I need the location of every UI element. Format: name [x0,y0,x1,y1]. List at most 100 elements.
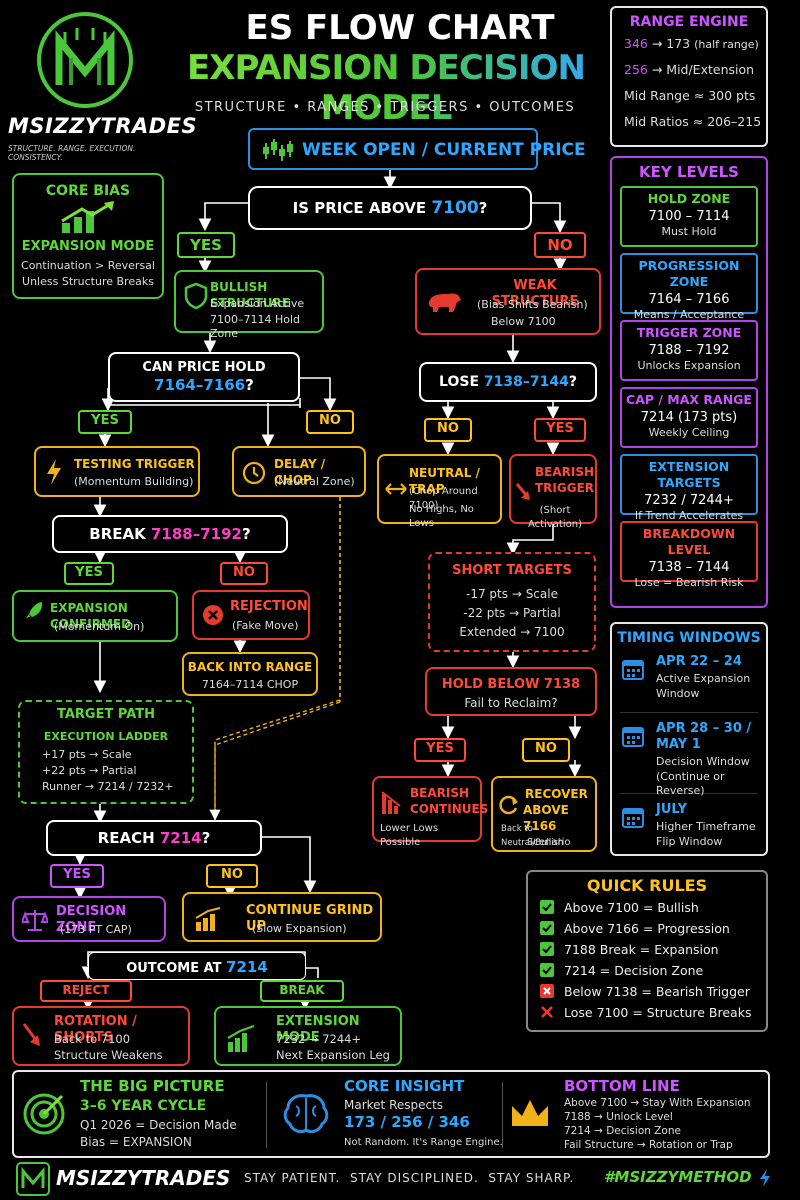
key-level-value: 7100 – 7114 [648,209,730,224]
key-level-title: PROGRESSION ZONE [638,258,740,289]
quick-rule-text: Lose 7100 = Structure Breaks [564,1005,752,1020]
week-open-box: WEEK OPEN / CURRENT PRICE [248,128,586,170]
q-reach-val: 7214 [159,829,202,847]
target-path-title: TARGET PATH [56,707,155,722]
key-level-sub: Weekly Ceiling [648,426,730,439]
lightning-icon [47,459,61,485]
page-title: ES FLOW CHART [245,8,555,48]
short-targets-title: SHORT TARGETS [452,563,572,578]
key-level-title: HOLD ZONE [647,191,731,206]
check-box-icon [540,900,554,914]
key-level-title: EXTENSION TARGETS [648,459,730,490]
bars-up-icon [227,1024,255,1052]
timing-l2: Window [656,687,700,700]
bearish-continues-l2: CONTINUES [410,802,489,816]
core-bias-box: CORE BIAS EXPANSION MODE Continuation > … [12,173,164,299]
range-engine-row: 346 → 173 (half range) [624,36,766,53]
bars-down-icon [381,791,401,814]
q-break-val: 7188–7192 [150,525,242,543]
target-path-ladder: EXECUTION LADDER [43,730,169,743]
rocket-icon [26,602,43,618]
quick-rule-text: Above 7166 = Progression [564,921,730,936]
no-pill-hold: NO [522,738,570,762]
key-level-sub: Must Hold [661,225,717,238]
trend-up-icon [61,201,114,233]
key-levels-title: KEY LEVELS [639,163,739,181]
bearish-continues-box: BEARISH CONTINUES Lower Lows Possible [372,776,488,848]
quick-rule-text: 7214 = Decision Zone [564,963,704,978]
yes-pill-reach: YES [50,864,104,888]
quick-rule-item: Above 7166 = Progression [540,921,766,937]
footer-hashtag: #MSIZZYMETHOD [604,1168,752,1186]
back-into-range-box: BACK INTO RANGE 7164–7114 CHOP [182,652,318,696]
q-can-hold-post: ? [245,376,254,394]
footer-logo-icon [16,1162,50,1196]
key-level-value: 7232 / 7244+ [644,493,734,508]
decision-zone-title: DECISION ZONE [56,904,127,935]
key-level-title: TRIGGER ZONE [636,325,742,340]
neutral-trap-title: NEUTRAL / TRAP [409,466,480,496]
timing-windows-title: TIMING WINDOWS [617,630,761,646]
quick-rule-item: Above 7100 = Bullish [540,900,766,916]
range-engine-num: 346 [624,36,648,51]
rotation-shorts-box: ROTATION / SHORTS Back to 7100 Structure… [12,1006,190,1066]
core-bias-l1: Continuation > Reversal [21,259,155,272]
neutral-trap-box: NEUTRAL / TRAP (Chop Around 7100) No Hig… [377,454,502,529]
clock-icon [242,461,266,485]
candlestick-icon [263,139,293,161]
short-targets-l1: -17 pts → Scale [466,587,558,601]
recover-l2: ABOVE 7166 [523,803,569,833]
short-targets-l3: Extended → 7100 [459,625,565,639]
range-engine-title: RANGE ENGINE [629,14,749,30]
x-icon [541,1006,553,1018]
break-pill: BREAK [260,980,344,1002]
target-path-l3: Runner → 7214 / 7232+ [42,780,174,793]
yes-pill-hold: YES [414,738,466,762]
summary-panel: THE BIG PICTURE 3–6 YEAR CYCLE Q1 2026 =… [12,1070,770,1158]
bottom-line-l2: 7188 → Unlock Level [564,1111,673,1123]
brand-tagline: STRUCTURE. RANGE. EXECUTION. CONSISTENCY… [8,144,136,162]
no-pill-1: NO [534,232,586,258]
q-lose-pre: LOSE [439,374,484,390]
outcome-val: 7214 [226,958,268,976]
bars-up-icon [195,907,221,931]
q-price-above-box: IS PRICE ABOVE 7100? [248,186,532,230]
target-icon [23,1093,65,1135]
decision-zone-box: DECISION ZONE (173 PT CAP) [12,896,166,942]
q-can-hold-val: 7164–7166 [154,376,246,394]
bottom-line-l3: 7214 → Decision Zone [564,1125,681,1137]
extension-mode-l1: 7232 → 7244+ [276,1032,362,1046]
extension-mode-box: EXTENSION MODE 7232 → 7244+ Next Expansi… [214,1006,402,1066]
bearish-trigger-l1: BEARISH [535,465,595,479]
short-targets-l2: -22 pts → Partial [463,606,561,620]
q-lose-post: ? [568,374,577,390]
quick-rule-item: 7214 = Decision Zone [540,963,766,979]
brand-name: MSIZZYTRADES [8,114,198,138]
q-price-above-val: 7100 [431,198,479,218]
page-subtitle: EXPANSION DECISION MODEL [166,48,606,128]
key-level-sub: Lose = Bearish Risk [634,576,744,589]
weak-structure-box: WEAK STRUCTURE (Bias Shifts Bearish) Bel… [415,268,601,335]
quick-rule-item: 7188 Break = Expansion [540,942,766,958]
crown-icon [512,1100,548,1126]
range-engine-text: → Mid/Extension [647,62,755,77]
bearish-continues-sub: Lower Lows Possible [380,823,439,848]
expansion-confirmed-title: EXPANSION CONFIRMED [50,601,132,631]
core-insight-l1: Market Respects [344,1098,444,1112]
testing-trigger-title: TESTING TRIGGER [74,457,195,471]
core-bias-title: CORE BIAS [45,183,131,199]
quick-rule-text: Above 7100 = Bullish [564,900,699,915]
key-level-value: 7138 – 7144 [648,560,730,575]
hold-below-box: HOLD BELOW 7138 Fail to Reclaim? [425,667,597,716]
bear-icon [429,293,461,312]
footer-brand: MSIZZYTRADES [56,1166,231,1190]
range-engine-num: 256 [624,62,648,77]
